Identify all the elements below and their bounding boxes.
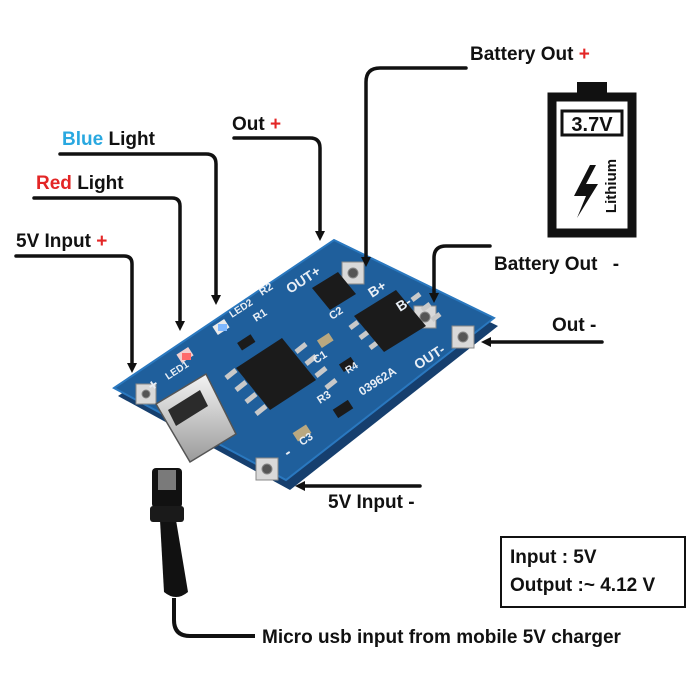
label-blue-light: Blue Light <box>62 129 155 150</box>
plug-body <box>160 517 188 597</box>
arrow-red-light <box>32 196 185 331</box>
battery-terminal <box>577 82 607 96</box>
label-5v-input-plus: 5V Input + <box>16 231 108 252</box>
protection-ic <box>348 290 442 352</box>
usb-cable-icon <box>150 468 255 638</box>
label-5v-input-minus: 5V Input - <box>328 492 415 513</box>
arrow-blue-light <box>58 152 221 305</box>
label-battery-out-plus: Battery Out + <box>470 44 590 65</box>
arrow-out-plus <box>232 136 325 241</box>
label-out-plus: Out + <box>232 114 282 135</box>
plug-collar <box>150 506 184 522</box>
cable-wire <box>172 598 255 638</box>
arrow-battery-out-plus <box>361 66 468 267</box>
charger-module-board: OUT+ B+ B- OUT- + - LED2 LED1 R1 R2 R3 C… <box>112 238 498 490</box>
red-led <box>182 353 191 360</box>
arrow-battery-out-minus <box>429 244 492 303</box>
blue-led <box>218 324 227 331</box>
battery-voltage: 3.7V <box>571 114 613 136</box>
label-micro-usb: Micro usb input from mobile 5V charger <box>262 627 621 648</box>
charger-ic <box>224 338 338 416</box>
label-battery-out-minus: Battery Out - <box>494 254 620 275</box>
battery-icon: 3.7V Lithium <box>547 82 637 238</box>
lightning-icon <box>574 165 598 218</box>
label-red-light: Red Light <box>36 173 124 194</box>
battery-voltage-box <box>560 109 624 137</box>
callout-arrows <box>14 66 604 491</box>
plug-tip <box>158 470 176 490</box>
battery-chemistry: Lithium <box>603 159 620 213</box>
label-out-minus: Out - <box>552 315 597 336</box>
spec-input: Input : 5V <box>510 547 597 568</box>
arrow-5v-input-plus <box>14 254 137 373</box>
spec-output: Output :~ 4.12 V <box>510 575 656 596</box>
spec-box: Input : 5V Output :~ 4.12 V <box>500 536 686 608</box>
mosfet-chip <box>312 272 356 310</box>
micro-usb-port <box>154 372 237 464</box>
